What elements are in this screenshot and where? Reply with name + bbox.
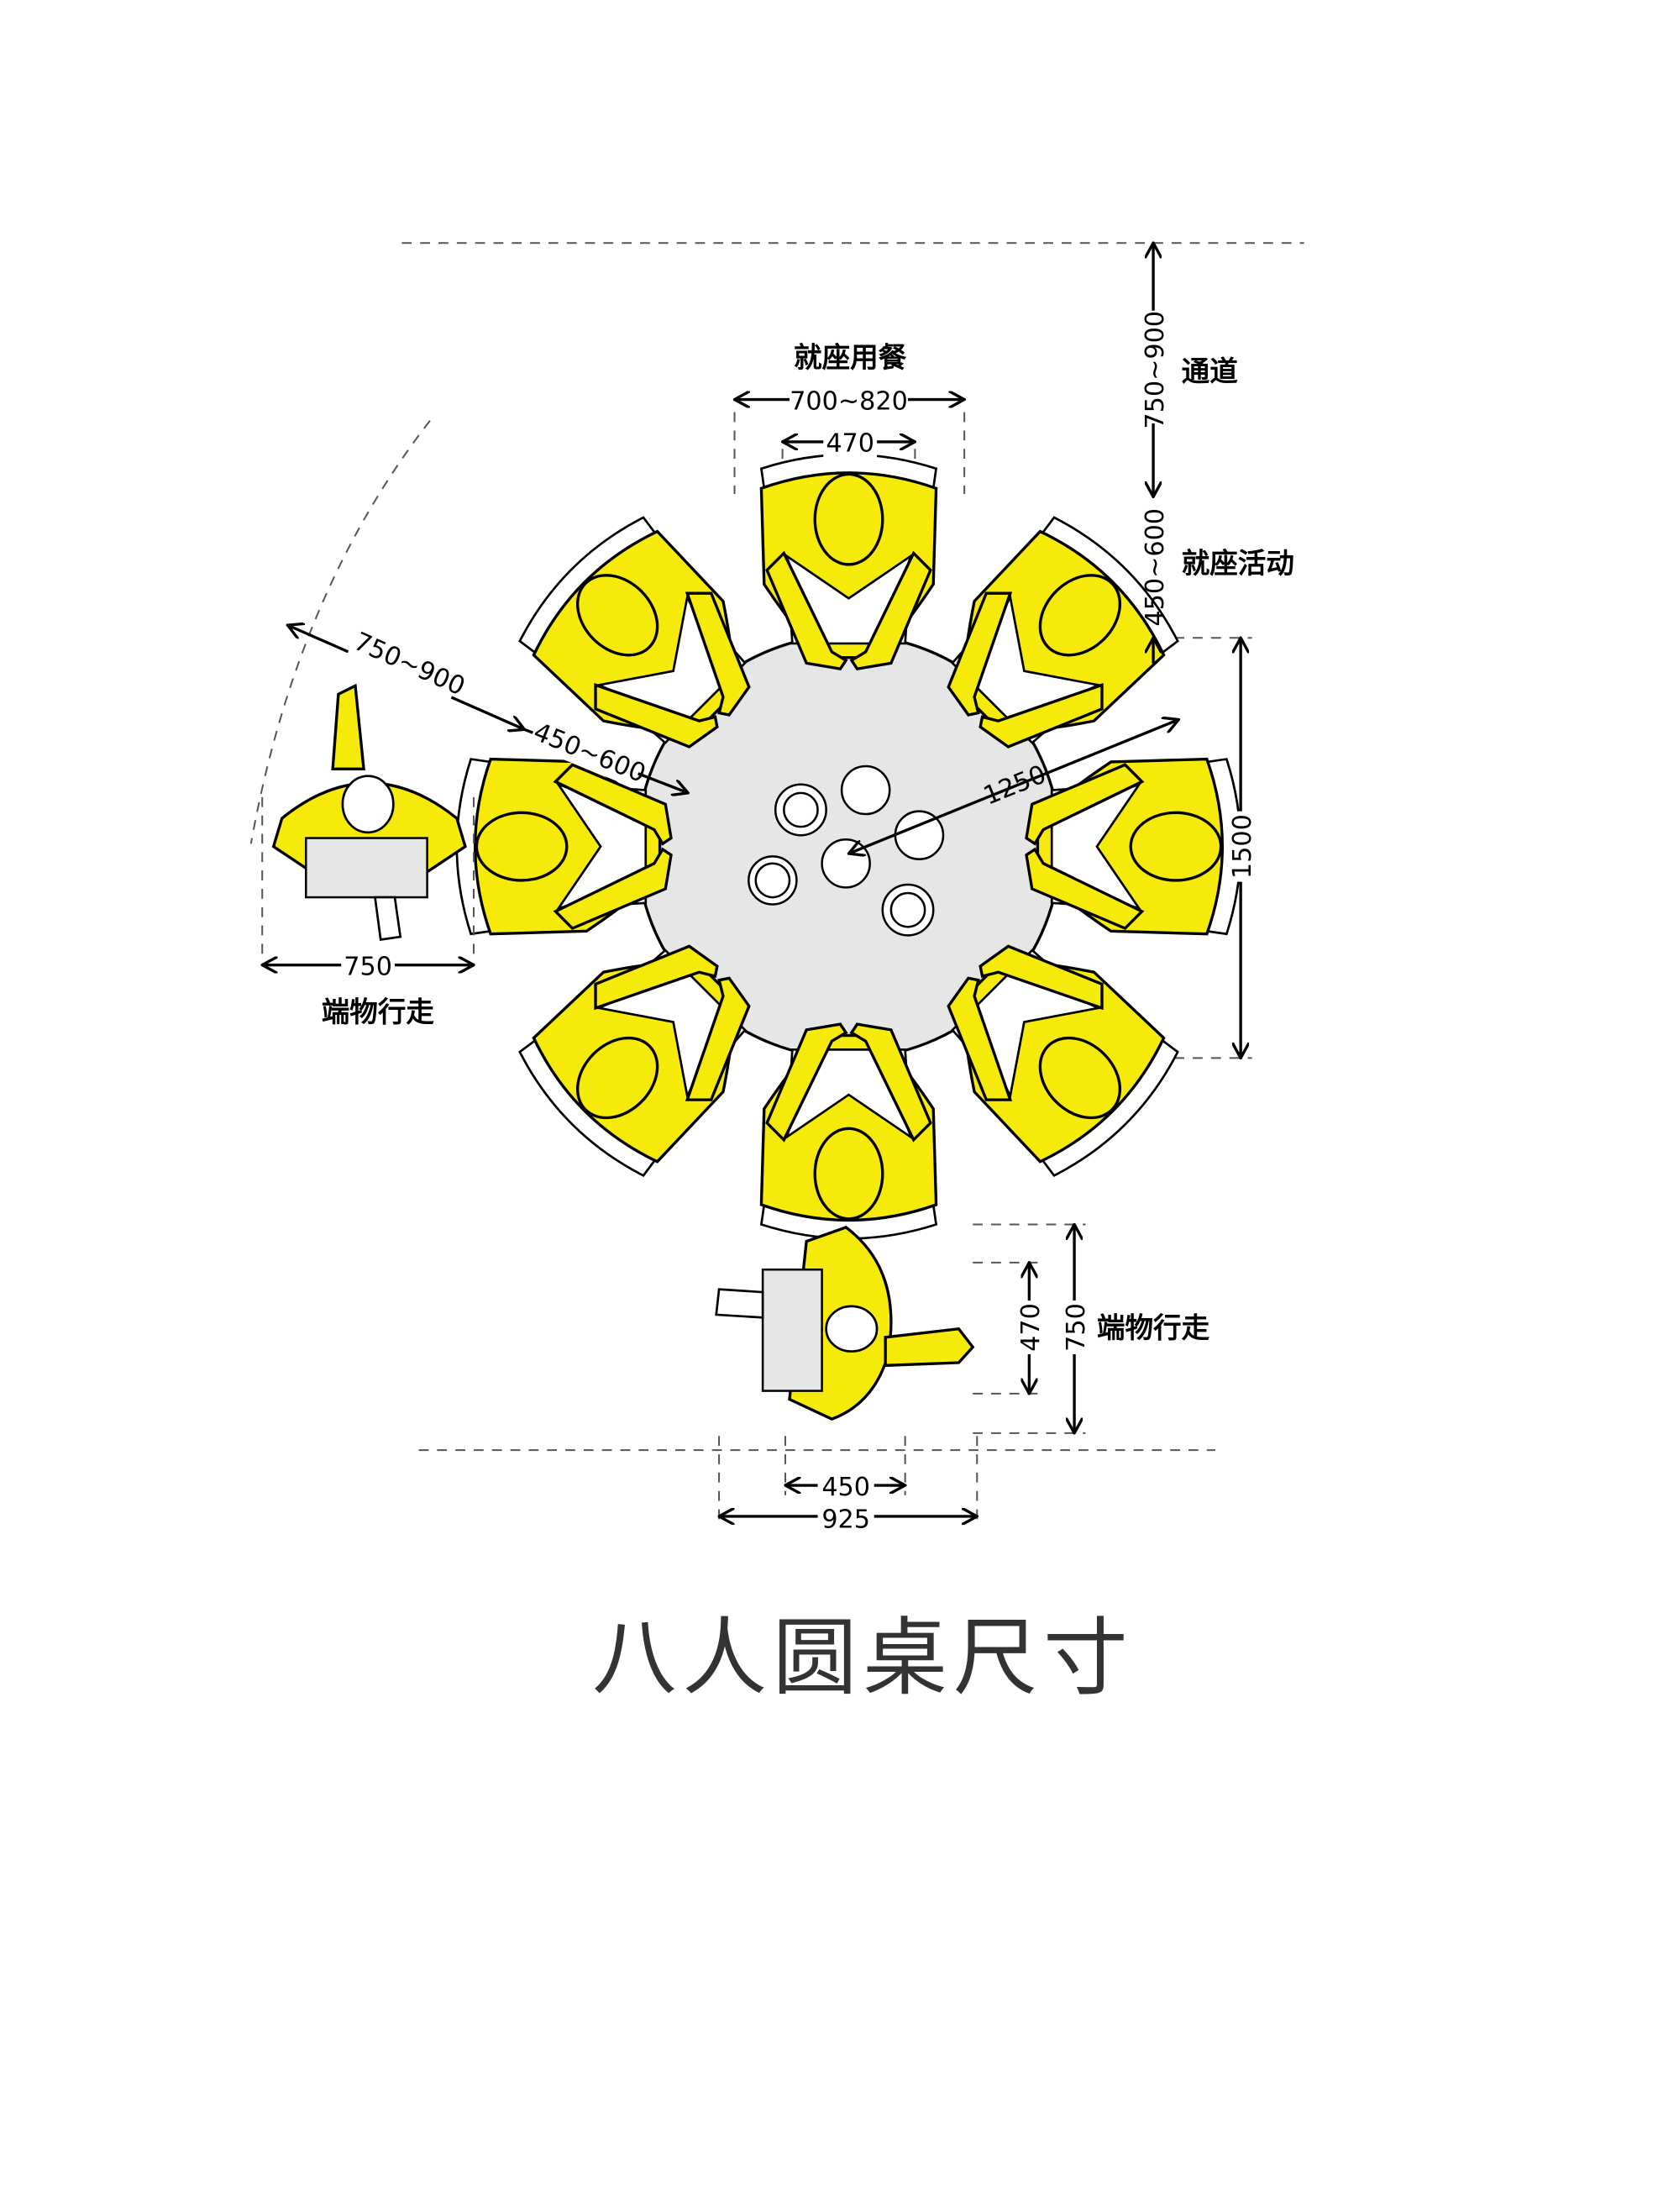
aisle-depth-dim: 750~900: [1141, 311, 1170, 429]
seated-activity-label: 就座活动: [1182, 547, 1294, 580]
activity-depth-dim: 450~600: [1141, 508, 1170, 627]
seat-width-dim: 700~820: [790, 386, 908, 416]
diner-bottom: [759, 1022, 938, 1240]
seated-dining-label: 就座用餐: [794, 341, 907, 374]
bottom-server-inner-depth-dim: 470: [1016, 1303, 1046, 1352]
aisle-arc: [249, 420, 431, 844]
bottom-server-width-dim: 925: [821, 1505, 870, 1534]
bottom-server-inner-width-dim: 450: [821, 1473, 870, 1502]
diagram-title: 八人圆桌尺寸: [592, 1609, 1134, 1707]
table-diameter-dim: 1500: [1228, 814, 1257, 879]
diner-right: [1025, 757, 1242, 936]
left-server-width-dim: 750: [344, 952, 392, 981]
server-left: [271, 683, 467, 941]
serving-walk-left-label: 端物行走: [322, 996, 435, 1028]
aisle-label: 通道: [1182, 355, 1239, 388]
bottom-server-depth-dim: 750: [1062, 1303, 1091, 1352]
diner-top: [759, 453, 938, 670]
server-bottom: [715, 1225, 975, 1421]
seat-inner-dim: 470: [826, 429, 874, 459]
serving-walk-bottom-label: 端物行走: [1097, 1311, 1210, 1344]
